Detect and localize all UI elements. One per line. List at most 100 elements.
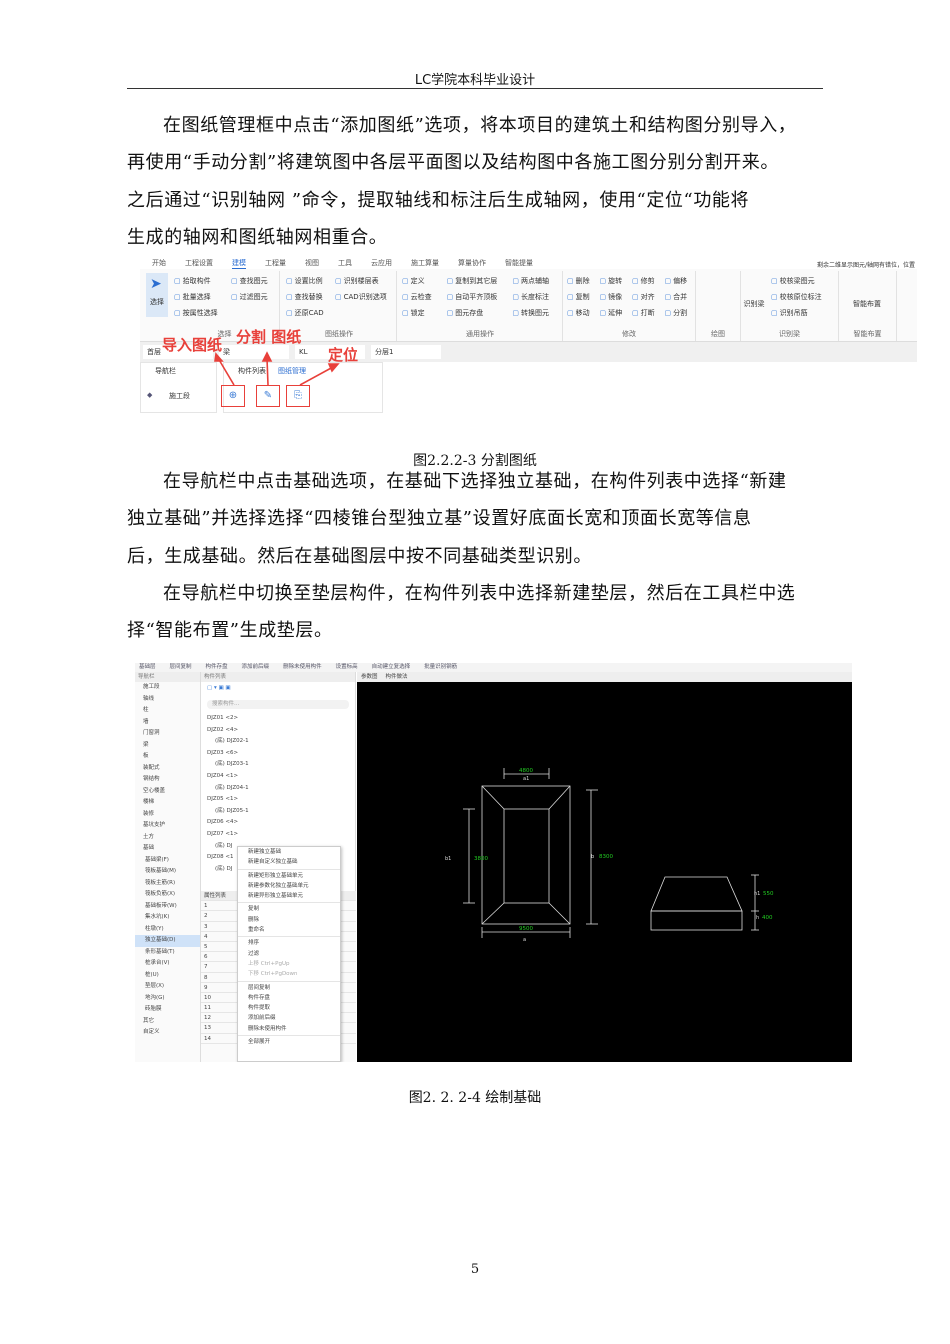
nav-subitem[interactable]: 柱墩(Y) [145,925,164,932]
nav-item[interactable]: 钢结构 [143,776,160,782]
toolbar-item[interactable]: 添加前后缀 [241,664,270,670]
context-menu-item[interactable]: 新建独立基础 [248,849,282,855]
ribbon-tab[interactable]: 智能提量 [505,259,533,267]
ribbon-item[interactable]: 打断 [632,305,659,321]
context-menu-item[interactable]: 构件存盘 [248,994,271,1001]
tab-parameter-diagram[interactable]: 参数图 [361,674,378,680]
ribbon-item[interactable]: 按属性选择 [174,305,225,321]
nav-subitem[interactable]: 筏板主筋(R) [145,879,176,886]
recognize-beam-button[interactable]: 识别梁 [743,300,765,308]
nav-subitem[interactable]: 桩(U) [145,971,159,978]
nav-item[interactable]: 土方 [143,833,155,840]
tree-item[interactable]: DJZ06 <4> [207,819,239,826]
context-menu-item[interactable]: 删除未使用构件 [248,1025,287,1032]
nav-subitem[interactable]: 基础梁(F) [145,856,169,863]
ribbon-item[interactable]: 校核原位标注 [771,289,834,305]
nav-subitem[interactable]: 砖胎膜 [145,1006,162,1012]
context-menu-item[interactable]: 排序 [248,940,260,947]
ribbon-tab[interactable]: 工具 [338,259,352,267]
tree-item[interactable]: (底) DJ [215,865,233,872]
nav-item[interactable]: 施工段 [169,392,190,400]
drawing-management-tab[interactable]: 图纸管理 [278,367,306,375]
ribbon-item[interactable]: 合并 [665,289,692,305]
nav-subitem[interactable]: 条形基础(T) [145,948,175,955]
toolbar-item[interactable]: 基础层 [139,664,156,670]
context-menu-item[interactable]: 删除 [248,916,260,923]
ribbon-tab[interactable]: 施工算量 [411,259,439,267]
ribbon-tab[interactable]: 建模 [232,259,246,269]
component-list-tab[interactable]: 构件列表 [238,367,266,375]
nav-subitem[interactable]: 筏板负筋(X) [145,891,176,897]
tree-item[interactable]: DJZ03 <6> [207,749,239,756]
nav-item[interactable]: 装修 [143,810,155,817]
ribbon-item[interactable]: 复制 [567,289,594,305]
tree-item[interactable]: DJZ02 <4> [207,726,239,733]
context-menu-item[interactable]: 新建异形独立基础单元 [248,893,304,900]
nav-item[interactable]: 自定义 [143,1029,160,1035]
ribbon-item[interactable]: 云检查 [402,289,441,305]
ribbon-item[interactable]: 转换图元 [512,305,558,321]
ribbon-tab[interactable]: 开始 [152,259,166,267]
ribbon-item[interactable]: 修剪 [632,273,659,289]
ribbon-item[interactable]: 旋转 [600,273,627,289]
ribbon-tab[interactable]: 工程设置 [185,259,213,267]
tree-item[interactable]: (底) DJZ02-1 [215,738,249,745]
ribbon-item[interactable]: 识别楼层表 [335,273,392,289]
ribbon-item[interactable]: 设置比例 [286,273,329,289]
tree-item[interactable]: (底) DJZ05-1 [215,807,249,814]
context-menu-item[interactable]: 添加前后缀 [248,1015,276,1022]
toolbar-item[interactable]: 自动建立复选择 [371,664,411,670]
floor-select[interactable]: 首层 [143,345,213,359]
tree-item[interactable]: DJZ05 <1> [207,796,239,803]
layer-select[interactable]: 分层1 [371,345,441,359]
ribbon-item[interactable]: 自动平齐顶板 [447,289,507,305]
nav-subitem[interactable]: 地沟(G) [145,994,165,1001]
ribbon-item[interactable]: 识别吊筋 [771,305,834,321]
ribbon-item[interactable]: 偏移 [665,273,692,289]
nav-item[interactable]: 门窗洞 [143,730,160,736]
context-menu-item[interactable]: 新建矩形独立基础单元 [248,872,304,879]
ribbon-item[interactable]: 查找替换 [286,289,329,305]
ribbon-tab[interactable]: 算量协作 [458,259,486,267]
nav-subitem[interactable]: 筏板基础(M) [145,868,177,874]
ribbon-item[interactable]: 查找图元 [231,273,275,289]
tree-item[interactable]: (底) DJ [215,842,233,849]
component-select[interactable]: KL [295,345,365,359]
nav-subitem[interactable]: 桩承台(V) [145,960,170,966]
tree-item[interactable]: DJZ07 <1> [207,830,239,837]
context-menu-item[interactable]: 新建参数化独立基础单元 [248,882,309,889]
toolbar-item[interactable]: 批量识别钢筋 [424,664,458,670]
context-menu-item[interactable]: 层间复制 [248,984,271,991]
ribbon-item[interactable]: 镜像 [600,289,627,305]
toolbar-item[interactable]: 设置标高 [335,664,358,670]
ribbon-item[interactable]: CAD识别选项 [335,289,392,305]
toolbar-item[interactable]: 删除未使用构件 [283,664,322,670]
nav-item[interactable]: 板 [143,753,149,759]
ribbon-item[interactable]: 删除 [567,273,594,289]
ribbon-item[interactable]: 移动 [567,305,594,321]
ribbon-item[interactable]: 拾取构件 [174,273,225,289]
ribbon-item[interactable]: 两点辅轴 [512,273,558,289]
ribbon-item[interactable]: 还原CAD [286,305,329,321]
nav-item[interactable]: 基础 [143,845,155,851]
ribbon-item[interactable]: 定义 [402,273,441,289]
ribbon-item[interactable]: 校核梁图元 [771,273,834,289]
ribbon-tab[interactable]: 云应用 [371,259,392,267]
nav-item[interactable]: 柱 [143,707,149,713]
toolbar-item[interactable]: 层间复制 [169,664,192,670]
ribbon-item[interactable]: 分割 [665,305,692,321]
nav-subitem[interactable]: 基础板带(W) [145,902,177,909]
nav-tab[interactable]: 导航栏 [155,367,176,375]
locate-button[interactable]: ⎘ [286,385,310,407]
tree-item[interactable]: DJZ01 <2> [207,715,239,721]
ribbon-item[interactable]: 长度标注 [512,289,558,305]
context-menu-item[interactable]: 全部展开 [248,1039,271,1046]
ribbon-item[interactable]: 锁定 [402,305,441,321]
nav-subitem[interactable]: 集水坑(K) [145,914,170,920]
nav-item[interactable]: 楼梯 [143,799,155,805]
ribbon-item[interactable]: 过滤图元 [231,289,275,305]
tree-item[interactable]: DJZ04 <1> [207,772,239,779]
split-drawing-button[interactable]: ✎ [256,385,280,407]
context-menu-item[interactable]: 复制 [248,906,260,913]
nav-subitem[interactable]: 独立基础(D) [135,935,200,947]
